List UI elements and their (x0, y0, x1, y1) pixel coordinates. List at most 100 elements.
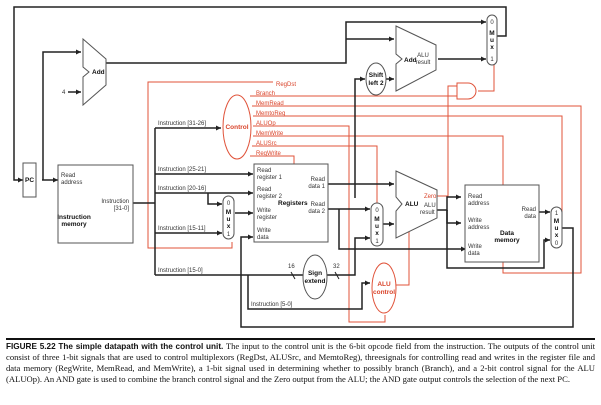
register-file: Read register 1 Read register 2 Write re… (253, 163, 329, 243)
read-register-1-label: Read (257, 168, 271, 174)
read-data-1-label: data 1 (308, 184, 325, 190)
pc-mux: 0 M u x 1 (486, 14, 498, 66)
signal-branch: Branch (256, 91, 275, 97)
signal-memtoreg: MemtoReg (256, 111, 285, 117)
regdst-mux: 0 M u x 1 (222, 195, 235, 240)
instruction-memory-title: Instruction (57, 214, 91, 221)
pc-register: PC (22, 162, 37, 198)
read-data-2-label: Read (311, 202, 325, 208)
mux-input-label: 0 (227, 201, 231, 207)
caption-rule (6, 338, 595, 340)
signal-regwrite: RegWrite (256, 151, 282, 157)
figure-title: FIGURE 5.22 The simple datapath with the… (6, 342, 224, 351)
alu-label: ALU (405, 201, 419, 208)
read-data-2-label: data 2 (308, 209, 325, 215)
instr-field-rt: Instruction [20-16] (158, 186, 206, 192)
memtoreg-mux: 1 M u x 0 (550, 206, 563, 249)
sign-extend-label: Sign (308, 270, 322, 277)
instruction-memory: Read address Instruction [31-0] Instruct… (57, 164, 134, 244)
instruction-out-label: [31-0] (114, 206, 130, 212)
write-address-label: address (468, 225, 489, 231)
alusrc-mux: 0 M u x 1 (370, 202, 384, 247)
mux-label: u (555, 225, 559, 232)
alu: ALU Zero ALU result (395, 170, 438, 239)
write-data-label: Write (257, 228, 272, 234)
instr-field-op: Instruction [31-26] (158, 121, 206, 127)
mux-input-label: 1 (375, 239, 379, 245)
mux-input-label: 0 (375, 208, 379, 214)
control-wires (147, 62, 582, 323)
constant-four: 4 (62, 90, 66, 96)
branch-adder: Add ALU result (395, 25, 437, 92)
mux-input-label: 1 (555, 211, 559, 217)
write-register-label: register (257, 215, 277, 221)
alu-control: ALU control (371, 262, 397, 314)
wire-regdst (147, 81, 273, 249)
read-address-label: address (61, 180, 82, 186)
read-register-2-label: register 2 (257, 194, 283, 200)
write-data-label: Write (468, 244, 483, 250)
bits-out-label: 32 (333, 264, 340, 270)
mux-label: M (374, 216, 379, 223)
wire-alusrc (252, 145, 378, 207)
alu-result-label: ALU (424, 203, 436, 209)
read-address-label: address (468, 201, 489, 207)
mux-input-label: 0 (490, 20, 494, 26)
data-memory-title: memory (494, 237, 520, 244)
datapath-diagram: PC Add 4 Add ALU result Shift left 2 0 M… (13, 6, 582, 328)
and-gate (456, 82, 477, 100)
data-wires (13, 6, 574, 328)
mux-input-label: 0 (555, 241, 559, 247)
instr-field-imm: Instruction [15-0] (158, 268, 203, 274)
mux-label: u (490, 37, 494, 44)
pc-label: PC (25, 177, 34, 184)
read-address-label: Read (61, 173, 75, 179)
mux-label: x (375, 230, 379, 237)
alu-result-label: ALU (417, 53, 429, 59)
alu-result-label: result (416, 60, 431, 66)
registers-title: Registers (278, 200, 308, 207)
bits-in-label: 16 (288, 264, 295, 270)
sign-extend: Sign extend 16 32 (288, 254, 340, 300)
mux-label: u (227, 216, 231, 223)
read-address-label: Read (468, 194, 482, 200)
mux-label: x (555, 232, 559, 239)
write-address-label: Write (468, 218, 483, 224)
wire-memwrite (253, 135, 504, 186)
write-data-label: data (468, 251, 480, 257)
figure-caption: FIGURE 5.22 The simple datapath with the… (6, 341, 595, 385)
mux-input-label: 1 (490, 57, 494, 63)
mux-label: u (375, 223, 379, 230)
zero-label: Zero (424, 194, 437, 200)
mux-label: x (227, 223, 231, 230)
wire-regwrite (250, 155, 295, 166)
instr-field-rd: Instruction [15-11] (158, 226, 206, 232)
write-data-label: data (257, 235, 269, 241)
read-data-label: data (524, 214, 536, 220)
alu-result-label: result (420, 210, 435, 216)
data-memory: Read address Write address Write data Re… (464, 184, 540, 263)
signal-memread: MemRead (256, 101, 284, 107)
instruction-memory-title: memory (61, 221, 87, 228)
shift-label: Shift (369, 72, 384, 79)
instr-field-funct: Instruction [5-0] (251, 302, 293, 308)
sign-extend-label: extend (305, 278, 326, 285)
control-label: Control (225, 124, 248, 131)
read-data-1-label: Read (311, 177, 325, 183)
mux-label: M (489, 30, 494, 37)
mux-label: M (554, 218, 559, 225)
read-register-1-label: register 1 (257, 175, 283, 181)
signal-regdst: RegDst (276, 82, 296, 88)
pc-adder: Add 4 (62, 37, 107, 107)
add-label: Add (404, 57, 417, 64)
control-unit: Control RegDst Branch MemRead MemtoReg A… (222, 82, 296, 160)
signal-memwrite: MemWrite (256, 131, 284, 137)
alu-control-label: control (373, 289, 395, 296)
shift-left-2: Shift left 2 (365, 62, 387, 96)
write-register-label: Write (257, 208, 272, 214)
read-register-2-label: Read (257, 187, 271, 193)
wire-memtoreg (253, 115, 563, 213)
alu-control-label: ALU (377, 281, 391, 288)
mux-input-label: 1 (227, 232, 231, 238)
wire-pcsrc (478, 62, 495, 92)
